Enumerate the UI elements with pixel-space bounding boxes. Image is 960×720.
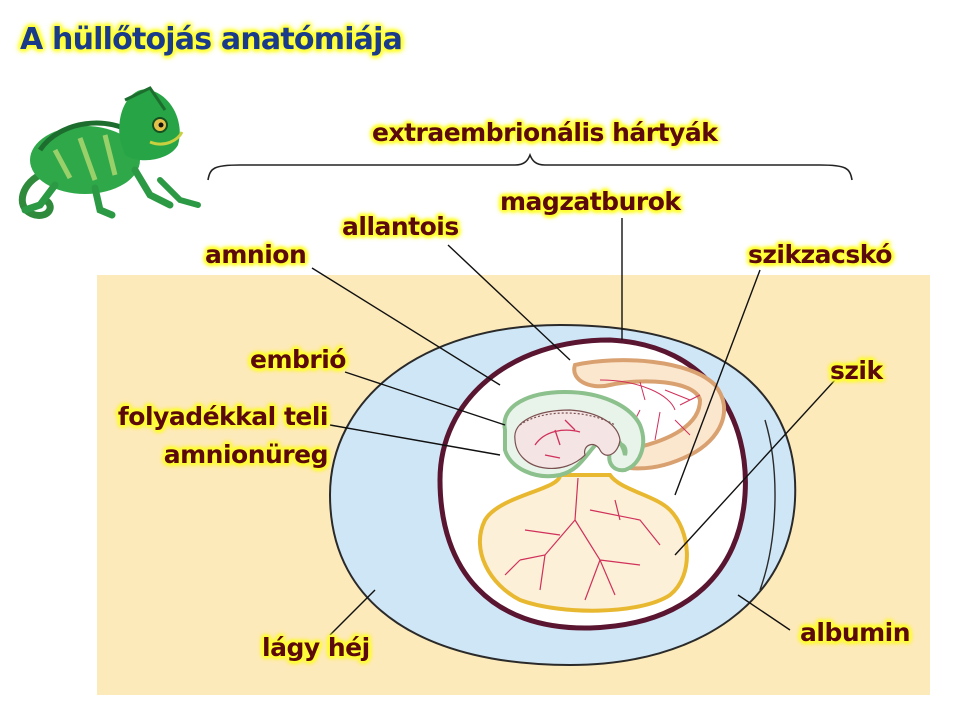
label-chorion: magzatburok — [500, 187, 681, 216]
embryo — [514, 409, 621, 470]
extraembryonic-brace — [207, 152, 853, 181]
yolk-vessels — [504, 477, 661, 601]
label-yolk-sac: szikzacskó — [748, 240, 892, 269]
yolk-sac — [478, 473, 689, 613]
label-embryo: embrió — [250, 345, 346, 374]
label-shell: lágy héj — [262, 633, 370, 662]
label-amnion: amnion — [205, 240, 307, 269]
label-allantois: allantois — [342, 212, 459, 241]
page-title: A hüllőtojás anatómiája — [20, 22, 403, 57]
label-extraembryonic: extraembrionális hártyák — [372, 118, 718, 147]
label-albumin: albumin — [800, 618, 911, 647]
label-amnion-cavity-line1: folyadékkal teli — [117, 402, 329, 431]
leader-lines — [311, 218, 836, 636]
label-amnion-cavity-line2: amnionüreg — [163, 440, 329, 469]
label-yolk: szik — [830, 356, 883, 385]
chameleon-image — [18, 86, 201, 219]
